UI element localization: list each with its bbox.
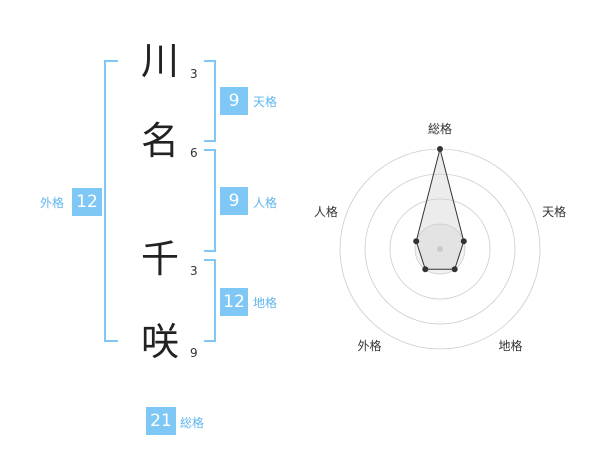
gaikaku-badge: 12 — [72, 188, 102, 216]
stroke-count-3: 3 — [190, 264, 198, 278]
chikaku-bracket — [204, 259, 216, 342]
stroke-count-1: 3 — [190, 67, 198, 81]
soukaku-badge: 21 — [146, 407, 176, 435]
soukaku-label: 総格 — [180, 416, 205, 430]
radar-ring — [364, 173, 516, 325]
tenkaku-bracket — [204, 60, 216, 142]
stroke-count-4: 9 — [190, 346, 198, 360]
radar-ring — [389, 198, 491, 300]
radar-shape — [415, 148, 465, 270]
radar-point-5 — [413, 238, 420, 245]
jinkaku-badge: 9 — [220, 187, 248, 215]
chikaku-label: 地格 — [253, 296, 278, 310]
name-char-3: 千 — [140, 237, 179, 281]
radar-point-3 — [451, 266, 458, 273]
name-char-2: 名 — [140, 119, 179, 163]
name-char-1: 川 — [140, 39, 179, 83]
radar-axis-label-5: 人格 — [314, 204, 338, 219]
radar-axis-label-3: 地格 — [499, 338, 523, 353]
radar-point-1 — [437, 146, 443, 152]
tenkaku-label: 天格 — [253, 95, 278, 109]
stroke-count-2: 6 — [190, 146, 198, 160]
jinkaku-bracket — [204, 149, 216, 252]
radar-axis-label-2: 天格 — [542, 204, 566, 219]
gaikaku-bracket — [104, 60, 118, 342]
radar-point-4 — [422, 266, 429, 273]
radar-axis-label-1: 総格 — [428, 121, 452, 136]
radar-center-dot — [437, 246, 443, 252]
radar-axis-label-4: 外格 — [357, 338, 381, 353]
chikaku-badge: 12 — [220, 288, 248, 316]
radar-point-2 — [460, 238, 467, 245]
tenkaku-badge: 9 — [220, 87, 248, 115]
name-char-4: 咲 — [140, 320, 179, 364]
jinkaku-label: 人格 — [253, 196, 278, 210]
gaikaku-label: 外格 — [40, 196, 65, 210]
